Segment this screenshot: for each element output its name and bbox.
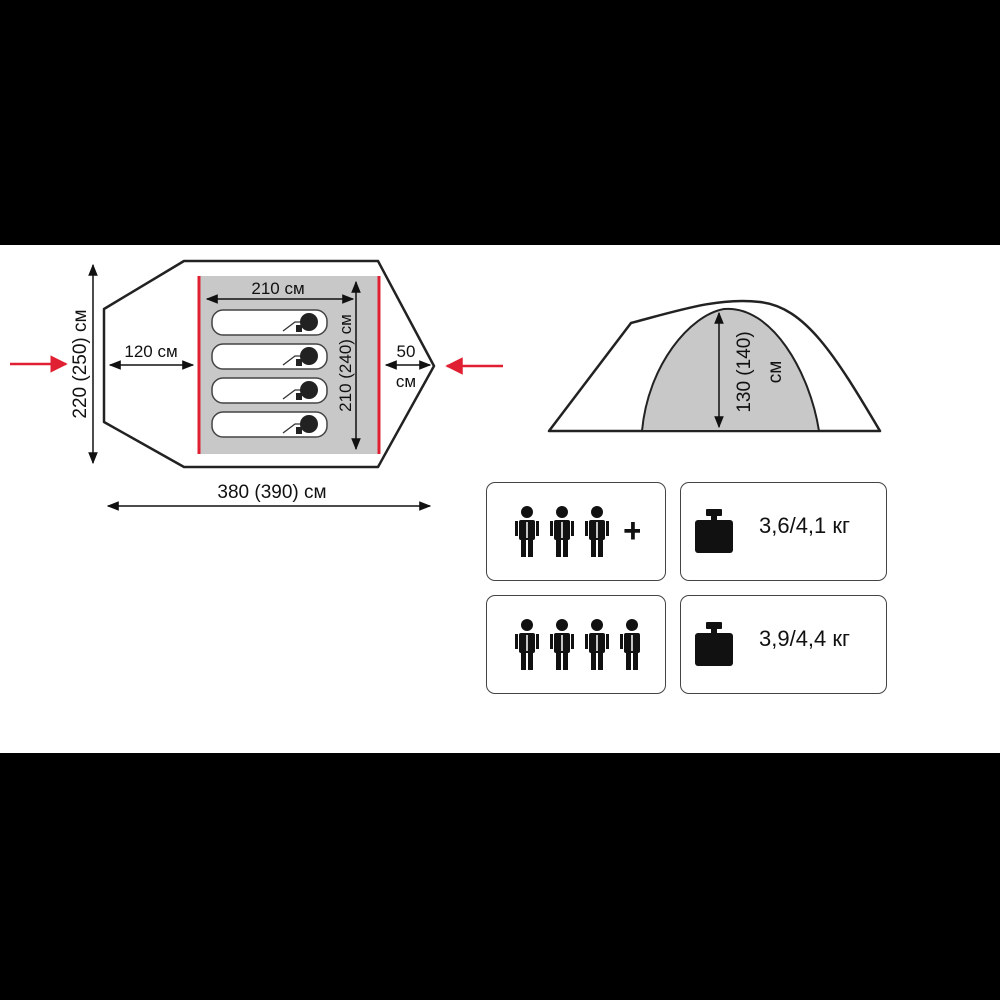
sleeping-bags xyxy=(211,309,328,438)
height-unit: см xyxy=(765,361,786,384)
weight-card: 3,9/4,4 кг xyxy=(680,595,887,694)
person-icon xyxy=(585,619,609,670)
inner-tent-section xyxy=(640,307,821,432)
person-icon xyxy=(585,506,609,557)
weight-value: 3,9/4,4 кг xyxy=(759,626,851,651)
persons-row xyxy=(515,619,644,678)
height-label: 130 (140) xyxy=(734,331,755,412)
person-icon xyxy=(620,619,644,670)
person-icon xyxy=(550,619,574,670)
floor-plan: 210 см 210 (240) см 120 см 50 см 220 (25… xyxy=(10,259,503,511)
sleeping-bag xyxy=(211,411,328,438)
vestibule-right-unit: см xyxy=(396,372,416,391)
person-icon xyxy=(550,506,574,557)
sleeping-bag xyxy=(211,377,328,404)
capacity-card: + xyxy=(486,482,666,581)
inner-width-label: 210 (240) см xyxy=(336,314,355,412)
sleeping-bag xyxy=(211,309,328,336)
vestibule-right-value: 50 xyxy=(397,342,416,361)
person-icon xyxy=(515,506,539,557)
side-view: 130 (140) см xyxy=(547,299,882,433)
spec-panel: 210 см 210 (240) см 120 см 50 см 220 (25… xyxy=(0,245,1000,753)
weight-icon xyxy=(695,509,733,558)
sleeping-bag xyxy=(211,343,328,370)
capacity-card xyxy=(486,595,666,694)
overall-width-label: 220 (250) см xyxy=(70,309,91,418)
weight-card: 3,6/4,1 кг xyxy=(680,482,887,581)
person-icon xyxy=(515,619,539,670)
weight-icon xyxy=(695,622,733,671)
plus-icon: + xyxy=(623,512,640,550)
tent-diagram: 210 см 210 (240) см 120 см 50 см 220 (25… xyxy=(10,259,882,511)
vestibule-left-label: 120 см xyxy=(124,342,177,361)
overall-length-label: 380 (390) см xyxy=(217,482,326,503)
persons-row: + xyxy=(515,506,643,565)
inner-length-label: 210 см xyxy=(251,279,304,298)
weight-value: 3,6/4,1 кг xyxy=(759,513,851,538)
